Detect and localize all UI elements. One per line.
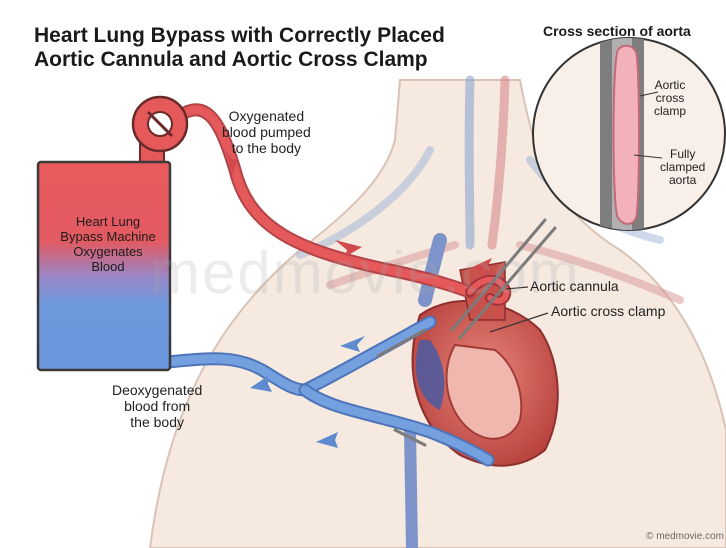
machine-label-line: Bypass Machine bbox=[46, 229, 170, 244]
deoxygenated-label-line: the body bbox=[112, 414, 202, 430]
deoxygenated-label-line: blood from bbox=[112, 398, 202, 414]
watermark: medmovie.com bbox=[150, 238, 581, 307]
machine-label-line: Oxygenates bbox=[46, 244, 170, 259]
diagram-title: Heart Lung Bypass with Correctly Placed … bbox=[34, 24, 514, 72]
title-line-2: Aortic Cannula and Aortic Cross Clamp bbox=[34, 48, 514, 72]
oxygenated-label-line: to the body bbox=[222, 140, 311, 156]
oxygenated-label-line: blood pumped bbox=[222, 124, 311, 140]
machine-label: Heart Lung Bypass Machine Oxygenates Blo… bbox=[46, 214, 170, 274]
aortic-cross-clamp-label: Aortic cross clamp bbox=[551, 303, 665, 319]
pump-head bbox=[133, 97, 187, 168]
copyright-credit: © medmovie.com bbox=[646, 531, 724, 542]
oxygenated-label: Oxygenated blood pumped to the body bbox=[222, 108, 311, 156]
cross-clamp-label-line: clamp bbox=[654, 105, 686, 118]
aortic-cannula-label: Aortic cannula bbox=[530, 278, 619, 294]
cross-clamp-label: Aortic cross clamp bbox=[654, 79, 686, 118]
cross-section-title: Cross section of aorta bbox=[543, 23, 691, 39]
machine-label-line: Blood bbox=[46, 259, 170, 274]
machine-label-line: Heart Lung bbox=[46, 214, 170, 229]
clamped-aorta-label: Fully clamped aorta bbox=[660, 148, 705, 187]
oxygenated-label-line: Oxygenated bbox=[222, 108, 311, 124]
deoxygenated-label: Deoxygenated blood from the body bbox=[112, 382, 202, 430]
clamped-aorta-label-line: aorta bbox=[660, 174, 705, 187]
title-line-1: Heart Lung Bypass with Correctly Placed bbox=[34, 24, 514, 48]
deoxygenated-label-line: Deoxygenated bbox=[112, 382, 202, 398]
